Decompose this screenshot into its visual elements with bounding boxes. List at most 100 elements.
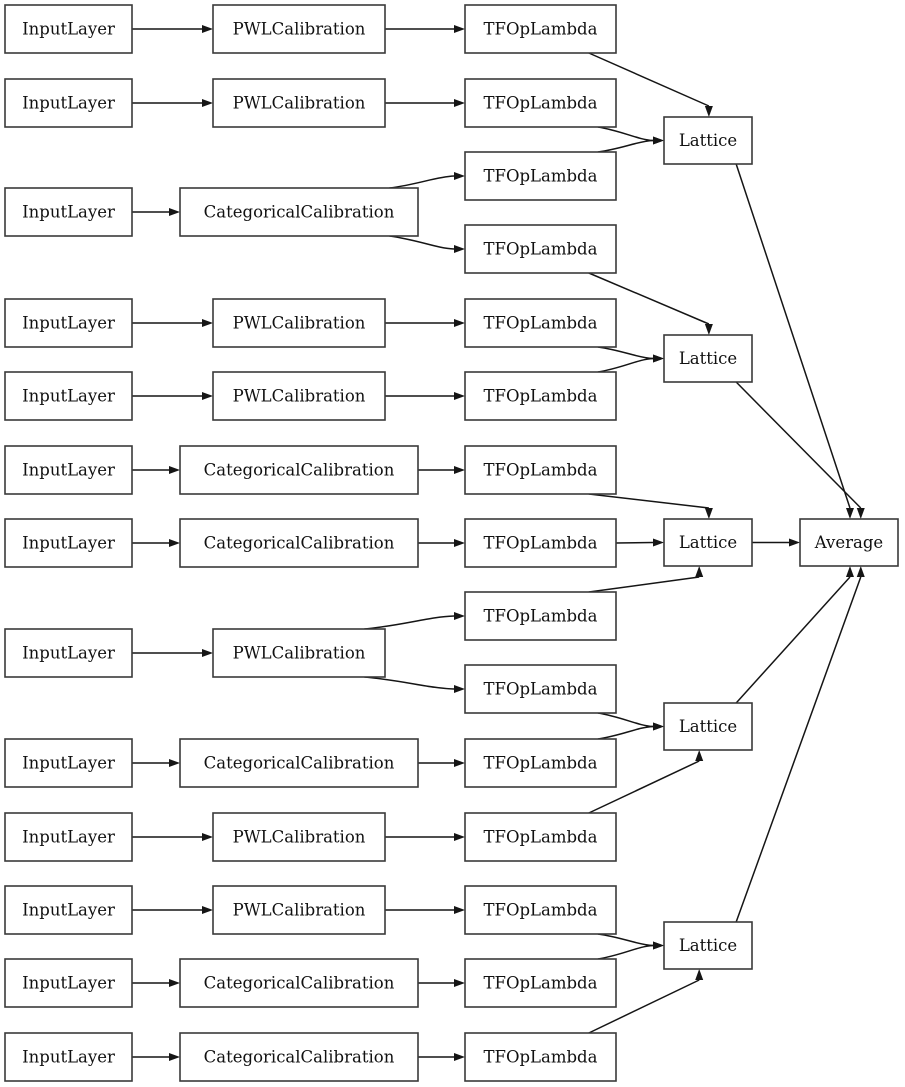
edge-op3-to-lat1	[597, 136, 664, 153]
node-box[interactable]	[4, 885, 133, 935]
node-box[interactable]	[663, 334, 753, 383]
node-box[interactable]	[663, 921, 753, 970]
node-input-in12[interactable]: InputLayer	[4, 958, 133, 1008]
node-box[interactable]	[4, 298, 133, 348]
node-categorical-cal7[interactable]: CategoricalCalibration	[179, 518, 419, 568]
node-box[interactable]	[663, 702, 753, 751]
node-input-in1[interactable]: InputLayer	[4, 4, 133, 54]
node-box[interactable]	[179, 187, 419, 237]
node-box[interactable]	[212, 4, 386, 54]
node-box[interactable]	[663, 116, 753, 165]
node-box[interactable]	[464, 298, 617, 348]
node-pwl-cal2[interactable]: PWLCalibration	[212, 78, 386, 128]
node-tfop-op5[interactable]: TFOpLambda	[464, 298, 617, 348]
node-box[interactable]	[464, 738, 617, 788]
node-label: CategoricalCalibration	[204, 534, 395, 553]
node-box[interactable]	[4, 1032, 133, 1082]
node-box[interactable]	[179, 1032, 419, 1082]
node-categorical-cal3[interactable]: CategoricalCalibration	[179, 187, 419, 237]
node-box[interactable]	[4, 628, 133, 678]
node-box[interactable]	[464, 591, 617, 641]
node-tfop-op1[interactable]: TFOpLambda	[464, 4, 617, 54]
node-box[interactable]	[212, 78, 386, 128]
node-box[interactable]	[464, 445, 617, 495]
node-tfop-op13[interactable]: TFOpLambda	[464, 885, 617, 935]
node-box[interactable]	[464, 518, 617, 568]
node-tfop-op7[interactable]: TFOpLambda	[464, 445, 617, 495]
node-box[interactable]	[4, 187, 133, 237]
node-box[interactable]	[179, 445, 419, 495]
node-box[interactable]	[179, 958, 419, 1008]
node-pwl-cal1[interactable]: PWLCalibration	[212, 4, 386, 54]
node-box[interactable]	[212, 371, 386, 421]
arrowhead-icon	[845, 566, 854, 577]
node-tfop-op3[interactable]: TFOpLambda	[464, 151, 617, 201]
node-box[interactable]	[464, 812, 617, 862]
node-box[interactable]	[4, 812, 133, 862]
node-label: TFOpLambda	[484, 680, 598, 699]
node-box[interactable]	[464, 664, 617, 714]
node-box[interactable]	[4, 738, 133, 788]
node-pwl-cal4[interactable]: PWLCalibration	[212, 298, 386, 348]
node-box[interactable]	[4, 4, 133, 54]
node-box[interactable]	[4, 445, 133, 495]
node-box[interactable]	[212, 628, 386, 678]
node-box[interactable]	[4, 371, 133, 421]
node-label: CategoricalCalibration	[204, 461, 395, 480]
node-input-in3[interactable]: InputLayer	[4, 187, 133, 237]
node-pwl-cal11[interactable]: PWLCalibration	[212, 885, 386, 935]
node-box[interactable]	[212, 298, 386, 348]
node-box[interactable]	[4, 518, 133, 568]
node-input-in6[interactable]: InputLayer	[4, 445, 133, 495]
node-box[interactable]	[464, 224, 617, 274]
node-box[interactable]	[4, 78, 133, 128]
node-tfop-op9[interactable]: TFOpLambda	[464, 591, 617, 641]
node-box[interactable]	[663, 518, 753, 567]
node-input-in2[interactable]: InputLayer	[4, 78, 133, 128]
node-box[interactable]	[464, 78, 617, 128]
node-input-in4[interactable]: InputLayer	[4, 298, 133, 348]
node-box[interactable]	[179, 738, 419, 788]
node-box[interactable]	[464, 885, 617, 935]
node-lattice-lat2[interactable]: Lattice	[663, 334, 753, 383]
node-lattice-lat4[interactable]: Lattice	[663, 702, 753, 751]
node-lattice-lat1[interactable]: Lattice	[663, 116, 753, 165]
node-box[interactable]	[212, 885, 386, 935]
node-tfop-op4[interactable]: TFOpLambda	[464, 224, 617, 274]
node-input-in5[interactable]: InputLayer	[4, 371, 133, 421]
node-box[interactable]	[799, 518, 899, 567]
node-box[interactable]	[4, 958, 133, 1008]
node-box[interactable]	[464, 151, 617, 201]
node-label: TFOpLambda	[484, 534, 598, 553]
node-tfop-op11[interactable]: TFOpLambda	[464, 738, 617, 788]
node-categorical-cal13[interactable]: CategoricalCalibration	[179, 1032, 419, 1082]
node-input-in10[interactable]: InputLayer	[4, 812, 133, 862]
node-lattice-lat3[interactable]: Lattice	[663, 518, 753, 567]
node-lattice-lat5[interactable]: Lattice	[663, 921, 753, 970]
node-tfop-op8[interactable]: TFOpLambda	[464, 518, 617, 568]
node-tfop-op2[interactable]: TFOpLambda	[464, 78, 617, 128]
node-box[interactable]	[464, 4, 617, 54]
node-tfop-op14[interactable]: TFOpLambda	[464, 958, 617, 1008]
node-categorical-cal9[interactable]: CategoricalCalibration	[179, 738, 419, 788]
node-tfop-op6[interactable]: TFOpLambda	[464, 371, 617, 421]
node-categorical-cal12[interactable]: CategoricalCalibration	[179, 958, 419, 1008]
node-box[interactable]	[212, 812, 386, 862]
node-average-avg[interactable]: Average	[799, 518, 899, 567]
node-input-in9[interactable]: InputLayer	[4, 738, 133, 788]
node-pwl-cal5[interactable]: PWLCalibration	[212, 371, 386, 421]
node-input-in8[interactable]: InputLayer	[4, 628, 133, 678]
node-tfop-op10[interactable]: TFOpLambda	[464, 664, 617, 714]
node-categorical-cal6[interactable]: CategoricalCalibration	[179, 445, 419, 495]
node-tfop-op12[interactable]: TFOpLambda	[464, 812, 617, 862]
node-input-in13[interactable]: InputLayer	[4, 1032, 133, 1082]
node-input-in7[interactable]: InputLayer	[4, 518, 133, 568]
node-box[interactable]	[464, 1032, 617, 1082]
node-box[interactable]	[464, 371, 617, 421]
node-box[interactable]	[464, 958, 617, 1008]
node-pwl-cal10[interactable]: PWLCalibration	[212, 812, 386, 862]
node-tfop-op15[interactable]: TFOpLambda	[464, 1032, 617, 1082]
node-box[interactable]	[179, 518, 419, 568]
node-pwl-cal8[interactable]: PWLCalibration	[212, 628, 386, 678]
node-input-in11[interactable]: InputLayer	[4, 885, 133, 935]
